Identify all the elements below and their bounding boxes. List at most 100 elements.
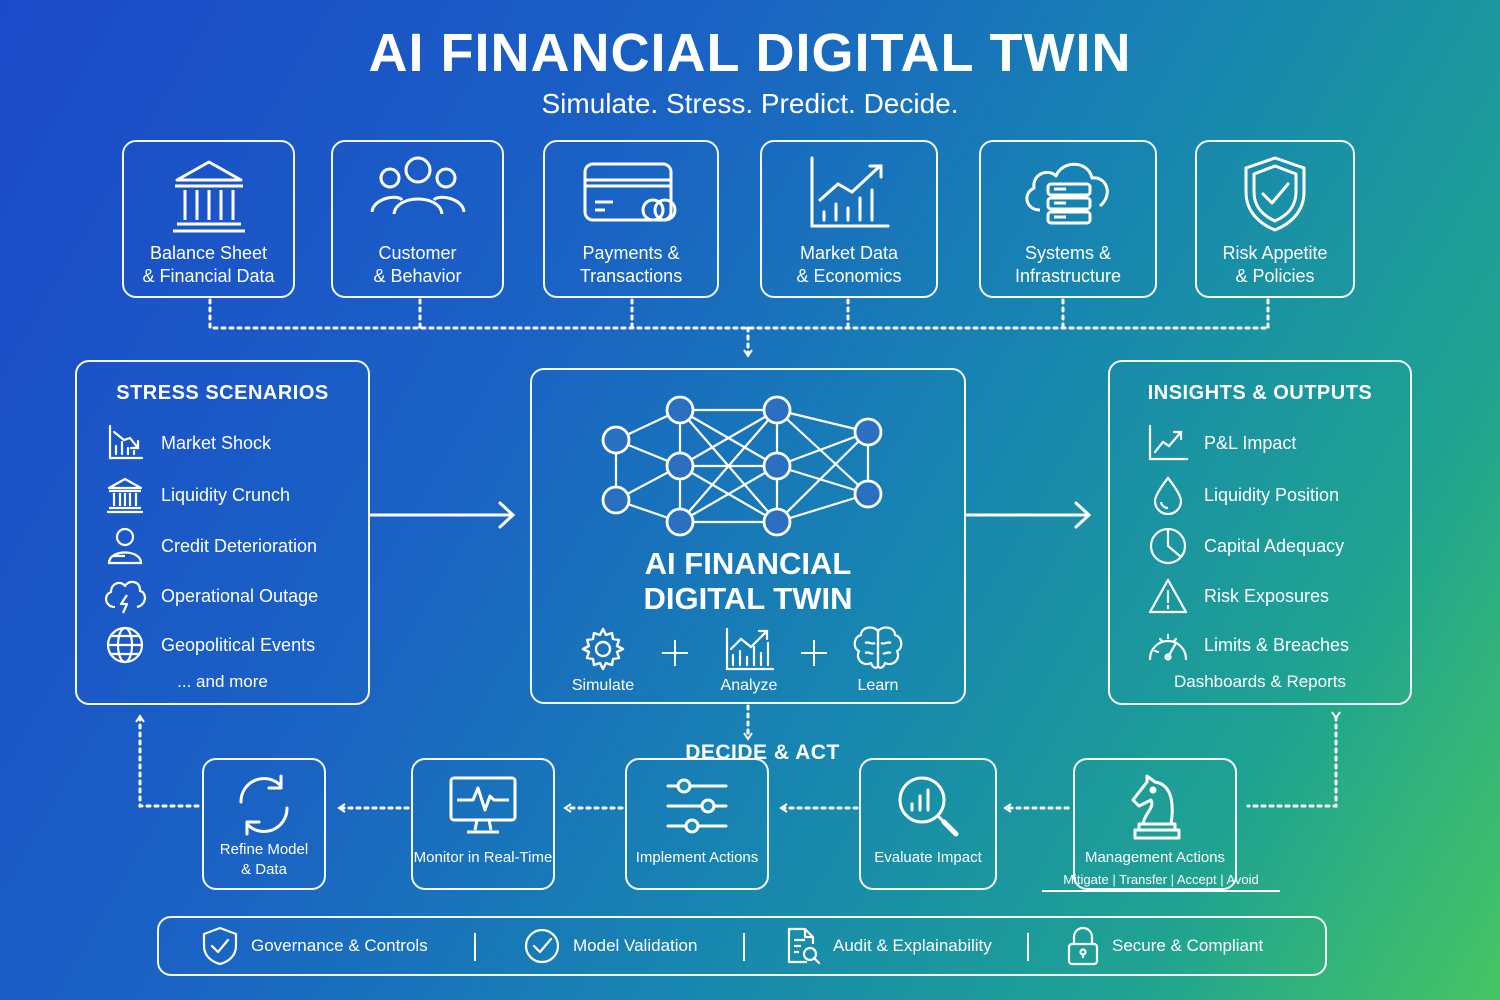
insight-item[interactable]: Capital Adequacy xyxy=(1146,526,1344,566)
governance-item[interactable]: Secure & Compliant xyxy=(1066,918,1263,974)
insight-label: Liquidity Position xyxy=(1204,484,1340,505)
lock-icon xyxy=(1067,926,1099,966)
digital-twin-panel[interactable]: AI FINANCIAL DIGITAL TWIN Simulate Analy… xyxy=(530,368,966,704)
tool-label: Simulate xyxy=(571,677,635,694)
separator xyxy=(743,933,745,961)
scenario-item[interactable]: Credit Deterioration xyxy=(103,526,317,566)
insight-item[interactable]: Limits & Breaches xyxy=(1146,625,1349,665)
source-systems[interactable]: Systems &Infrastructure xyxy=(979,140,1157,298)
governance-label: Governance & Controls xyxy=(251,936,428,955)
globe-icon xyxy=(103,625,147,665)
source-label-line2: Infrastructure xyxy=(1014,266,1122,286)
scenario-item[interactable]: Liquidity Crunch xyxy=(103,475,290,515)
insight-label: Limits & Breaches xyxy=(1204,634,1350,655)
tool-simulate[interactable]: Simulate xyxy=(548,625,658,695)
separator xyxy=(474,933,476,961)
insights-footer: Dashboards & Reports xyxy=(1174,672,1346,691)
governance-item[interactable]: Governance & Controls xyxy=(201,918,428,974)
stress-scenarios-panel[interactable]: STRESS SCENARIOS Market Shock Liquidity … xyxy=(75,360,370,705)
scenario-item[interactable]: Geopolitical Events xyxy=(103,625,315,665)
declining-chart-icon xyxy=(103,423,147,463)
step-label-line2: & Data xyxy=(241,861,287,878)
document-search-icon xyxy=(787,927,821,965)
insight-label: Capital Adequacy xyxy=(1204,535,1345,556)
source-label-line2: & Economics xyxy=(796,266,902,286)
sliders-icon xyxy=(666,778,728,834)
insight-item[interactable]: Liquidity Position xyxy=(1146,475,1339,515)
tool-analyze[interactable]: Analyze xyxy=(694,625,804,695)
management-options-text: Mitigate | Transfer | Accept | Avoid xyxy=(1042,872,1280,892)
refine-to-stress-arrow xyxy=(135,714,200,808)
analytics-chart-icon xyxy=(725,627,775,671)
insights-to-mgmt-arrow xyxy=(1246,711,1341,808)
check-circle-icon xyxy=(524,928,560,964)
warning-icon xyxy=(1146,576,1190,616)
governance-label: Audit & Explainability xyxy=(833,936,992,955)
scenario-label: Operational Outage xyxy=(161,585,319,606)
insight-item[interactable]: Risk Exposures xyxy=(1146,576,1329,616)
step-label-line1: Monitor in Real-Time xyxy=(413,849,553,866)
stress-scenarios-title: STRESS SCENARIOS xyxy=(116,382,329,404)
cloud-lightning-icon xyxy=(103,576,147,616)
source-label-line1: Balance Sheet xyxy=(149,243,268,263)
tool-learn[interactable]: Learn xyxy=(823,625,933,695)
cloud-server-icon xyxy=(1025,162,1109,225)
governance-item[interactable]: Model Validation xyxy=(523,918,697,974)
chess-knight-icon xyxy=(1131,774,1181,840)
source-bus-connector xyxy=(208,298,1270,330)
governance-label: Secure & Compliant xyxy=(1112,936,1264,955)
magnifier-chart-icon xyxy=(898,776,959,837)
tool-label: Analyze xyxy=(720,677,778,694)
governance-item[interactable]: Audit & Explainability xyxy=(785,918,992,974)
insight-item[interactable]: P&L Impact xyxy=(1146,423,1296,463)
source-risk-appetite[interactable]: Risk Appetite & Policies xyxy=(1195,140,1355,298)
source-label-line2: & Behavior xyxy=(373,266,462,286)
source-label-line2: & Financial Data xyxy=(142,266,275,286)
step-refine-model[interactable]: Refine Model& Data xyxy=(202,758,326,890)
line-chart-icon xyxy=(1146,423,1190,463)
step-management-actions[interactable]: Management Actions xyxy=(1073,758,1237,890)
step-monitor[interactable]: Monitor in Real-Time xyxy=(411,758,555,890)
step-label-line1: Evaluate Impact xyxy=(874,849,982,866)
source-market-data[interactable]: Market Data & Economics xyxy=(760,140,938,298)
source-balance-sheet[interactable]: Balance Sheet & Financial Data xyxy=(122,140,295,298)
step-label-line1: Implement Actions xyxy=(635,849,759,866)
scenario-label: Liquidity Crunch xyxy=(161,484,291,505)
shield-check-icon xyxy=(202,926,238,966)
neural-network-icon xyxy=(601,395,883,537)
bar-chart-trend-icon xyxy=(810,156,890,228)
scenario-item[interactable]: Operational Outage xyxy=(103,576,318,616)
people-icon xyxy=(370,156,465,215)
source-label-line2: Transactions xyxy=(579,266,683,286)
source-label-line2: & Policies xyxy=(1235,266,1315,286)
step-label-line1: Management Actions xyxy=(1084,849,1226,866)
source-label-line1: Risk Appetite xyxy=(1222,243,1328,263)
droplet-icon xyxy=(1146,475,1190,515)
governance-bar: Governance & Controls Model Validation A… xyxy=(157,916,1327,976)
scenario-label: Geopolitical Events xyxy=(161,634,316,655)
twin-title: AI FINANCIAL DIGITAL TWIN xyxy=(532,546,964,616)
source-payments[interactable]: Payments & Transactions xyxy=(543,140,719,298)
source-label-line1: Customer xyxy=(378,243,457,263)
page-subtitle: Simulate. Stress. Predict. Decide. xyxy=(541,88,959,119)
gear-icon xyxy=(581,627,625,671)
monitor-pulse-icon xyxy=(449,776,517,834)
insights-title: INSIGHTS & OUTPUTS xyxy=(1147,382,1373,404)
source-customer[interactable]: Customer & Behavior xyxy=(331,140,504,298)
more-scenarios-text: ... and more xyxy=(177,672,268,691)
insight-label: Risk Exposures xyxy=(1204,585,1330,606)
twin-to-insights-arrow xyxy=(965,501,1092,529)
source-label-line1: Market Data xyxy=(799,243,899,263)
insights-panel[interactable]: INSIGHTS & OUTPUTS P&L Impact Liquidity … xyxy=(1108,360,1412,705)
step-evaluate[interactable]: Evaluate Impact xyxy=(859,758,997,890)
scenario-item[interactable]: Market Shock xyxy=(103,423,271,463)
scenario-label: Market Shock xyxy=(161,432,272,453)
step-implement[interactable]: Implement Actions xyxy=(625,758,769,890)
source-label-line1: Payments & xyxy=(582,243,680,263)
refresh-icon xyxy=(239,774,289,836)
governance-label: Model Validation xyxy=(573,936,698,955)
tool-label: Learn xyxy=(857,677,899,694)
page-title: AI FINANCIAL DIGITAL TWIN xyxy=(368,23,1132,83)
insight-label: P&L Impact xyxy=(1204,432,1297,453)
